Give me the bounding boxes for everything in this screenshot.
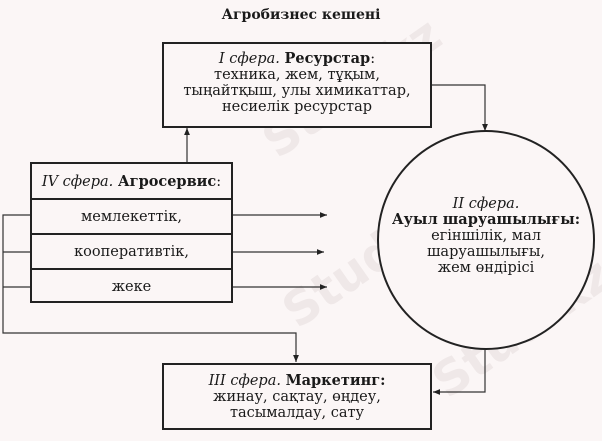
sphere1-box: I сфера. Ресурстар: техника, жем, тұқым,… — [162, 42, 432, 128]
sphere1-line: тыңайтқыш, улы химикаттар, — [183, 83, 411, 99]
sphere1-line: несиелік ресурстар — [222, 99, 372, 115]
sphere1-name: Ресурстар — [284, 50, 371, 67]
sphere3-line: тасымалдау, сату — [229, 405, 365, 421]
sphere2-line: жем өндірісі — [437, 260, 535, 276]
sphere2-label: II сфера. — [452, 196, 520, 212]
arrow-sphere1-to-sphere2 — [432, 84, 488, 131]
sphere2-line: шаруашылығы, — [426, 244, 546, 260]
sphere1-label: I сфера. — [218, 51, 280, 67]
sphere1-line: техника, жем, тұқым, — [214, 67, 380, 83]
sphere3-label: III сфера. — [208, 373, 281, 389]
diagram-title: Агробизнес кешені — [221, 7, 381, 23]
sphere2-ellipse — [377, 130, 595, 350]
colon: : — [370, 51, 376, 67]
arrow-sphere2-to-sphere3 — [433, 350, 486, 395]
sphere3-name: Маркетинг: — [285, 372, 386, 389]
sphere4-box: IV сфера. Агросервис: мемлекеттік, коопе… — [30, 162, 233, 303]
sphere3-line: жинау, сақтау, өңдеу, — [213, 389, 381, 405]
colon: : — [216, 173, 222, 190]
sphere2-text: II сфера. Ауыл шаруашылығы: егіншілік, м… — [380, 196, 592, 276]
sphere4-label: IV сфера. — [41, 173, 114, 190]
sphere4-row-private: жеке — [32, 268, 231, 303]
sphere4-name: Агросервис — [117, 173, 217, 190]
sphere3-box: III сфера. Маркетинг: жинау, сақтау, өңд… — [162, 363, 432, 430]
left-bus-line — [2, 214, 299, 362]
sphere2-name: Ауыл шаруашылығы: — [391, 211, 581, 228]
sphere4-row-cooperative: кооперативтік, — [32, 233, 231, 268]
sphere2-line: егіншілік, мал — [431, 228, 541, 244]
sphere4-row-state: мемлекеттік, — [32, 198, 231, 234]
